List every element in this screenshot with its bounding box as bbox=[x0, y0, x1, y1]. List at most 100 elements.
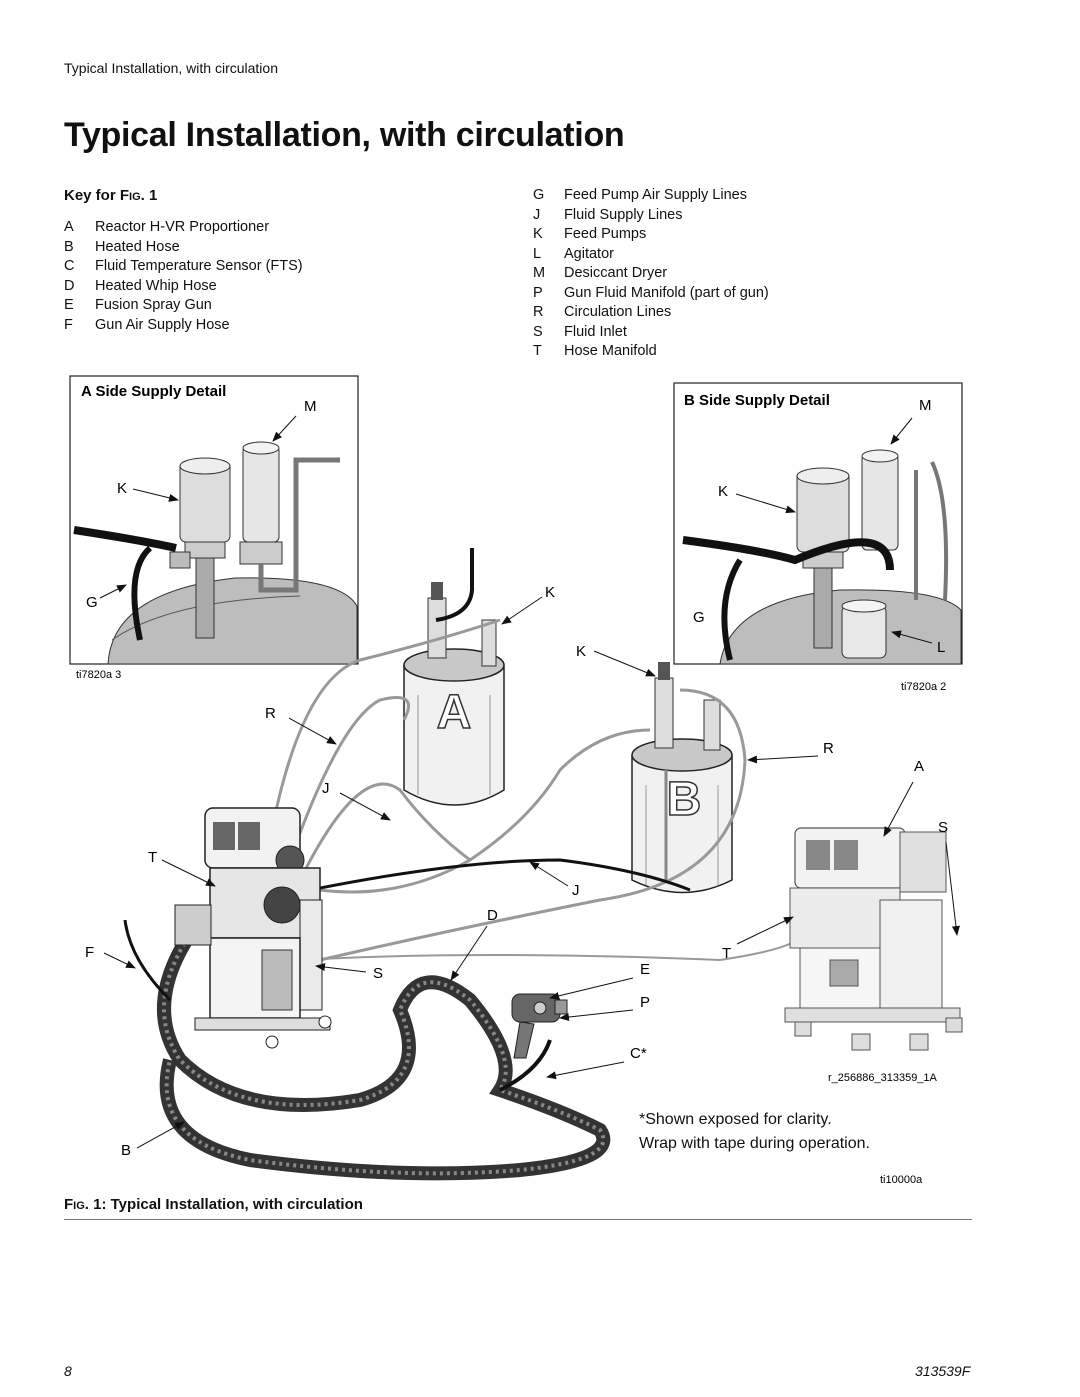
arrow-s-main bbox=[315, 963, 367, 973]
key-text: Fluid Supply Lines bbox=[564, 206, 683, 223]
arrow-p bbox=[559, 1009, 634, 1021]
key-letter: S bbox=[533, 323, 543, 340]
callout-m-a: M bbox=[304, 398, 317, 415]
arrow-k-main-1 bbox=[501, 596, 543, 625]
key-letter: B bbox=[64, 238, 74, 255]
key-text: Fusion Spray Gun bbox=[95, 297, 212, 313]
drum-a-label: A bbox=[437, 686, 472, 739]
reactor-main bbox=[174, 807, 332, 1049]
callout-k-b: K bbox=[718, 483, 728, 500]
arrow-b bbox=[136, 1121, 185, 1149]
key-text: Gun Fluid Manifold (part of gun) bbox=[564, 284, 769, 301]
arrow-j-main-2 bbox=[529, 861, 569, 887]
callout-j-main-2: J bbox=[572, 882, 580, 899]
key-text: Fluid Inlet bbox=[564, 323, 627, 340]
arrow-k-b bbox=[735, 493, 796, 514]
arrow-a bbox=[883, 781, 914, 837]
arrow-t-main-1 bbox=[161, 859, 216, 887]
note-line-1: *Shown exposed for clarity. bbox=[639, 1111, 832, 1128]
key-text: Gun Air Supply Hose bbox=[95, 316, 230, 333]
arrow-k-a bbox=[132, 488, 179, 502]
callout-g-b: G bbox=[693, 609, 705, 626]
b-side-detail-illustration bbox=[673, 382, 963, 665]
page-number: 8 bbox=[64, 1363, 72, 1379]
exposed-note: *Shown exposed for clarity. Wrap with ta… bbox=[639, 1108, 870, 1156]
key-text: Reactor H-VR Proportioner bbox=[95, 219, 270, 235]
key-item: S Fluid Inlet bbox=[533, 323, 769, 343]
key-letter: G bbox=[533, 187, 545, 203]
key-item: B Heated Hose bbox=[64, 238, 303, 258]
key-text: Feed Pumps bbox=[564, 226, 647, 242]
a-side-detail-illustration bbox=[69, 375, 359, 665]
callout-b: B bbox=[121, 1142, 131, 1159]
note-line-2: Wrap with tape during operation. bbox=[639, 1135, 870, 1152]
main-figure-ref: ti10000a bbox=[880, 1174, 923, 1186]
key-text: Heated Hose bbox=[95, 238, 180, 255]
reactor-ref: r_256886_313359_1A bbox=[828, 1072, 938, 1084]
key-title-suffix: . 1 bbox=[140, 187, 158, 204]
callout-p: P bbox=[640, 994, 650, 1011]
key-letter: F bbox=[64, 316, 73, 333]
arrow-r-main-2 bbox=[747, 755, 819, 764]
key-text: Hose Manifold bbox=[564, 343, 657, 359]
callout-s-right: S bbox=[938, 819, 948, 836]
key-letter: L bbox=[533, 245, 542, 262]
key-letter: R bbox=[533, 304, 544, 320]
page-title: Typical Installation, with circulation bbox=[64, 116, 625, 154]
key-letter: J bbox=[533, 206, 541, 223]
a-detail-title: A Side Supply Detail bbox=[81, 383, 226, 400]
arrow-j-main-1 bbox=[339, 792, 391, 821]
caption-rule bbox=[64, 1219, 972, 1220]
callout-m-b: M bbox=[919, 397, 932, 414]
drum-b-label: B bbox=[667, 773, 702, 826]
callout-f: F bbox=[85, 944, 94, 961]
callout-t-main-2: T bbox=[722, 945, 731, 962]
key-text: Feed Pump Air Supply Lines bbox=[564, 187, 747, 203]
arrow-d bbox=[450, 925, 488, 981]
drum-a bbox=[403, 548, 505, 806]
key-text: Desiccant Dryer bbox=[564, 265, 668, 281]
key-letter: E bbox=[64, 297, 74, 313]
arrow-e bbox=[549, 977, 634, 1000]
callout-a: A bbox=[914, 758, 924, 775]
key-letter: T bbox=[533, 343, 542, 359]
arrow-f bbox=[103, 952, 136, 969]
key-item: E Fusion Spray Gun bbox=[64, 296, 303, 316]
reactor-right bbox=[784, 827, 963, 1051]
b-detail-ref: ti7820a 2 bbox=[901, 681, 946, 693]
arrow-m-a bbox=[272, 415, 297, 442]
key-title: Key for FIG. 1 bbox=[64, 187, 157, 204]
callout-k-main-1: K bbox=[545, 584, 555, 601]
key-text: Heated Whip Hose bbox=[95, 277, 217, 294]
callout-r-main-1: R bbox=[265, 705, 276, 722]
callout-r-main-2: R bbox=[823, 740, 834, 757]
caption-smallcaps: IG bbox=[73, 1200, 85, 1212]
drum-b bbox=[631, 662, 733, 894]
key-list-right: G Feed Pump Air Supply Lines J Fluid Suppl… bbox=[533, 186, 769, 362]
hoses bbox=[123, 618, 805, 1181]
arrow-l bbox=[891, 630, 933, 644]
key-letter: C bbox=[64, 258, 75, 274]
arrow-g-a bbox=[99, 584, 127, 599]
key-item: J Fluid Supply Lines bbox=[533, 206, 769, 226]
a-detail-ref: ti7820a 3 bbox=[76, 669, 121, 681]
figure-caption: FIG. 1: Typical Installation, with circu… bbox=[64, 1196, 363, 1213]
key-item: F Gun Air Supply Hose bbox=[64, 316, 303, 336]
callout-e: E bbox=[640, 961, 650, 978]
arrow-k-main-2 bbox=[593, 650, 656, 677]
doc-number: 313539F bbox=[915, 1363, 971, 1379]
callout-k-main-2: K bbox=[576, 643, 586, 660]
caption-text: . 1: Typical Installation, with circulat… bbox=[84, 1196, 363, 1213]
arrow-r-main-1 bbox=[288, 717, 337, 745]
callout-c: C* bbox=[630, 1045, 647, 1062]
